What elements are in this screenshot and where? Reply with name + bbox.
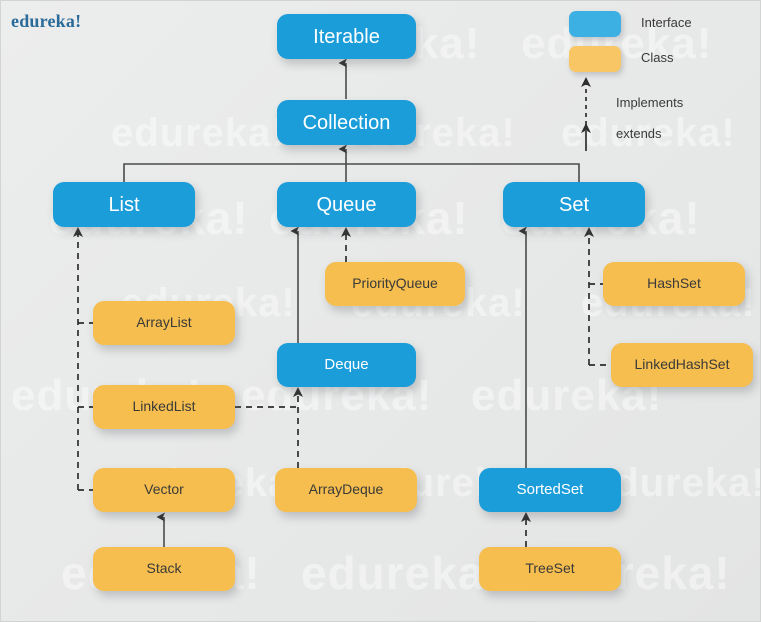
node-label-hashset: HashSet — [647, 275, 701, 292]
node-label-list: List — [108, 193, 140, 216]
watermark-text: edureka! — [301, 547, 501, 599]
node-label-linkedlist: LinkedList — [132, 398, 196, 415]
node-iterable[interactable]: Iterable — [277, 14, 416, 59]
node-label-set: Set — [558, 193, 590, 216]
legend-extends-arrowhead — [581, 123, 591, 133]
node-list[interactable]: List — [53, 182, 195, 227]
node-label-treeset: TreeSet — [525, 560, 575, 577]
node-label-queue: Queue — [316, 193, 377, 216]
arrowhead-arraydeque — [293, 387, 303, 397]
node-arraydeque[interactable]: ArrayDeque — [275, 468, 417, 512]
node-sortedset[interactable]: SortedSet — [479, 468, 621, 512]
legend-implements-label: Implements — [616, 95, 684, 110]
node-label-arraydeque: ArrayDeque — [308, 481, 384, 498]
node-linkedlist[interactable]: LinkedList — [93, 385, 235, 429]
legend-class-label: Class — [641, 50, 674, 65]
legend-implements-arrowhead — [581, 77, 591, 87]
node-label-collection: Collection — [302, 111, 391, 134]
node-label-linkedhashset: LinkedHashSet — [634, 356, 730, 373]
node-arraylist[interactable]: ArrayList — [93, 301, 235, 345]
arrowhead-set — [584, 227, 594, 237]
node-label-arraylist: ArrayList — [136, 314, 192, 331]
legend-interface-swatch — [569, 11, 621, 37]
node-priorityqueue[interactable]: PriorityQueue — [325, 262, 465, 306]
legend-interface-label: Interface — [641, 15, 692, 30]
node-deque[interactable]: Deque — [277, 343, 416, 387]
node-stack[interactable]: Stack — [93, 547, 235, 591]
arrowhead-priorityqueue — [341, 227, 351, 237]
node-label-stack: Stack — [146, 560, 182, 577]
arrowhead-treeset — [521, 512, 531, 522]
node-set[interactable]: Set — [503, 182, 645, 227]
arrowhead-list — [73, 227, 83, 237]
node-label-priorityqueue: PriorityQueue — [352, 275, 438, 292]
node-hashset[interactable]: HashSet — [603, 262, 745, 306]
edge-bus-left — [123, 163, 346, 182]
node-linkedhashset[interactable]: LinkedHashSet — [611, 343, 753, 387]
node-treeset[interactable]: TreeSet — [479, 547, 621, 591]
node-vector[interactable]: Vector — [93, 468, 235, 512]
node-collection[interactable]: Collection — [277, 100, 416, 145]
node-label-vector: Vector — [144, 481, 184, 498]
watermark-text: edureka! — [111, 111, 286, 155]
node-label-iterable: Iterable — [313, 25, 380, 48]
edge-bus-right — [346, 163, 580, 182]
legend-class-swatch — [569, 46, 621, 72]
node-label-sortedset: SortedSet — [516, 480, 584, 498]
legend-arrows — [581, 77, 591, 151]
node-label-deque: Deque — [324, 355, 369, 373]
legend-extends-label: extends — [616, 126, 662, 141]
node-queue[interactable]: Queue — [277, 182, 416, 227]
edureka-logo: edureka! — [11, 11, 82, 31]
